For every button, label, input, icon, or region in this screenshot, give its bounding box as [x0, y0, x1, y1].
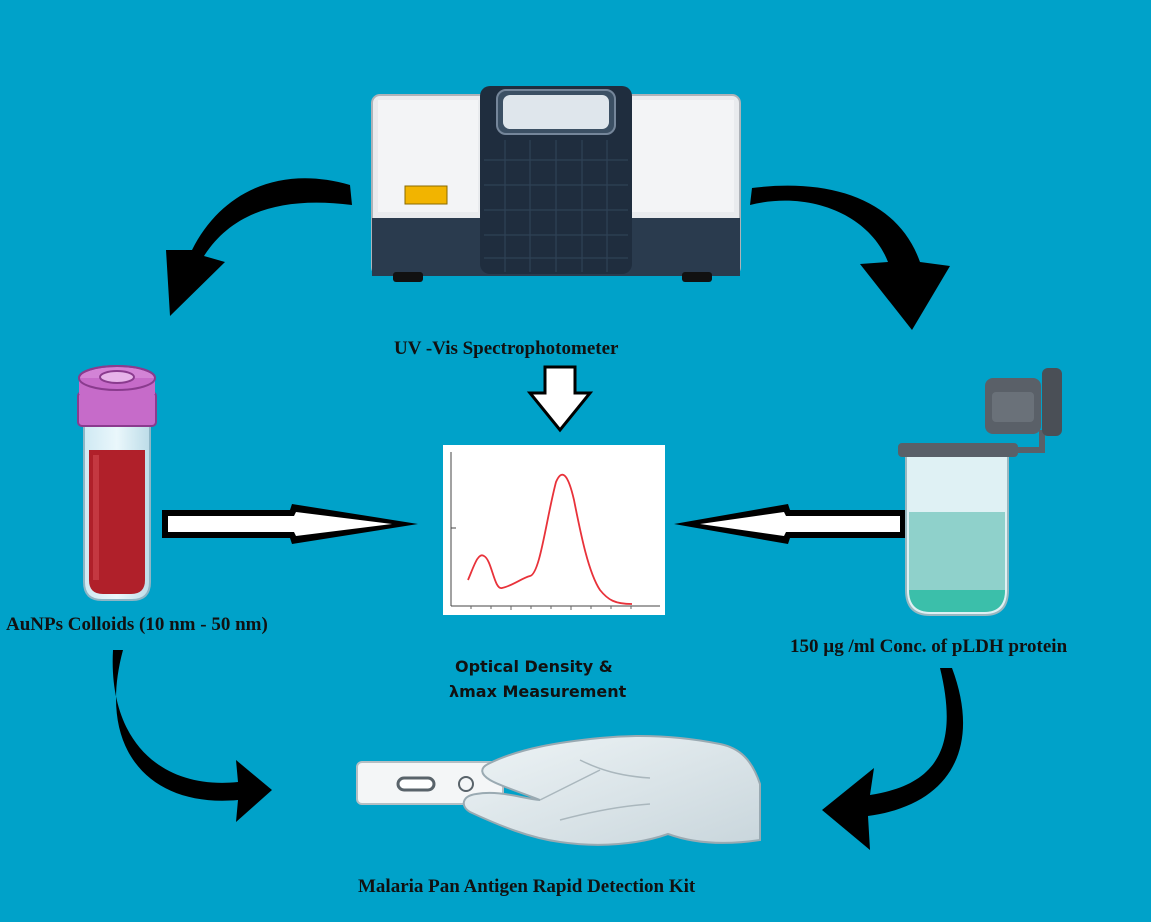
test-kit-icon — [356, 761, 504, 805]
curved-arrow-left-bottom — [112, 650, 272, 822]
test-tube-icon — [77, 365, 157, 601]
spectrophotometer-icon — [371, 86, 741, 282]
down-arrow-icon — [526, 365, 594, 433]
kit-label: Malaria Pan Antigen Rapid Detection Kit — [358, 876, 696, 897]
glove-icon — [462, 735, 761, 846]
vial-icon — [898, 368, 1062, 616]
curved-arrow-right-top — [750, 185, 950, 330]
measurement-label-line2: λmax Measurement — [449, 682, 627, 701]
right-arrow-icon — [162, 504, 418, 544]
spectrum-plot — [443, 445, 665, 615]
spectrum-curve — [467, 473, 633, 605]
colloids-label: AuNPs Colloids (10 nm - 50 nm) — [6, 614, 268, 635]
left-arrow-icon — [674, 504, 906, 544]
curved-arrow-left-top — [166, 178, 352, 316]
spectrophotometer-label: UV -Vis Spectrophotometer — [394, 338, 619, 359]
curved-arrow-right-bottom — [822, 668, 964, 850]
measurement-label-line1: Optical Density & — [455, 657, 613, 676]
protein-label: 150 µg /ml Conc. of pLDH protein — [790, 636, 1068, 657]
